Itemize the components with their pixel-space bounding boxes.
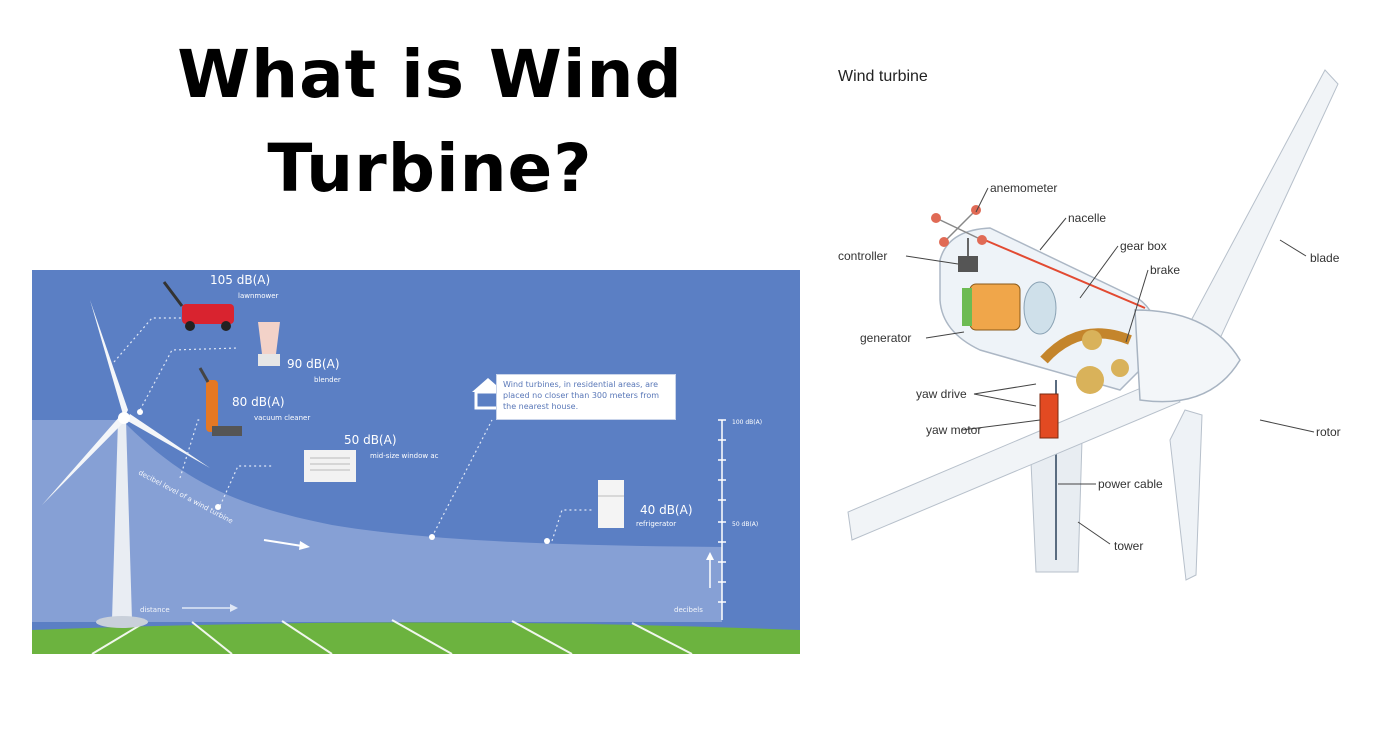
label-blender: blender: [314, 376, 341, 384]
label-scale-mid: 50 dB(A): [732, 521, 758, 528]
label-refrigerator: refrigerator: [636, 520, 676, 528]
blender-icon: [258, 322, 280, 366]
label-controller: controller: [838, 249, 887, 263]
label-anemometer: anemometer: [990, 181, 1057, 195]
label-rotor: rotor: [1316, 425, 1341, 439]
curve-arrow-icon: [299, 541, 310, 550]
label-nacelle: nacelle: [1068, 211, 1106, 225]
decibels-arrow-icon: [706, 552, 714, 560]
label-scale-top: 100 dB(A): [732, 419, 762, 426]
title-line-2: Turbine?: [267, 130, 593, 207]
curve-points: [137, 409, 550, 544]
vacuum-cleaner-icon: [198, 367, 242, 436]
label-40-db: 40 dB(A): [640, 503, 693, 517]
blade-lower-left: [847, 379, 1181, 541]
controller-box: [958, 256, 978, 272]
blade-lower: [1169, 409, 1203, 581]
title-line-1: What is Wind: [177, 36, 683, 113]
gear-right: [1111, 359, 1129, 377]
label-105-db: 105 dB(A): [210, 273, 270, 287]
label-power-cable: power cable: [1098, 477, 1163, 491]
label-window-ac: mid-size window ac: [370, 452, 439, 460]
label-gear-box: gear box: [1120, 239, 1167, 253]
wind-turbine-icon: [42, 300, 210, 628]
noise-infographic: 105 dB(A) lawnmower 90 dB(A) blender 80 …: [32, 270, 800, 654]
distance-arrow-icon: [230, 604, 238, 612]
label-brake: brake: [1150, 263, 1180, 277]
curve-arrow-line: [263, 539, 303, 547]
brake-disc: [1023, 281, 1057, 335]
generator-shape: [969, 283, 1021, 331]
label-blade: blade: [1310, 251, 1340, 265]
gear-small: [1082, 330, 1102, 350]
leader-lines: [113, 317, 592, 542]
nacelle-red-line: [979, 237, 1146, 309]
rotor-hub: [1134, 309, 1241, 403]
label-50-db: 50 dB(A): [344, 433, 397, 447]
diagram-leaders: [905, 187, 1315, 545]
anemometer-icon: [931, 205, 987, 256]
gear-large: [1076, 366, 1104, 394]
refrigerator-icon: [598, 480, 624, 528]
blade-upper: [1169, 69, 1339, 361]
label-yaw-drive: yaw drive: [916, 387, 967, 401]
label-vacuum-cleaner: vacuum cleaner: [254, 414, 310, 422]
label-yaw-motor: yaw motor: [926, 423, 981, 437]
decibel-scale: [709, 419, 726, 620]
turbine-diagram-svg: anemometer nacelle controller gear box b…: [838, 69, 1341, 581]
label-80-db: 80 dB(A): [232, 395, 285, 409]
grass: [32, 622, 800, 654]
page-title: What is Wind Turbine?: [110, 28, 750, 216]
window-ac-icon: [304, 450, 356, 482]
label-decibels: decibels: [674, 606, 703, 614]
field-lines: [91, 619, 693, 654]
label-90-db: 90 dB(A): [287, 357, 340, 371]
label-distance: distance: [140, 606, 170, 614]
generator-cap: [962, 288, 972, 326]
callout-box: Wind turbines, in residential areas, are…: [496, 374, 676, 420]
label-lawnmower: lawnmower: [238, 292, 279, 300]
label-tower: tower: [1114, 539, 1143, 553]
label-generator: generator: [860, 331, 911, 345]
diagram-title: Wind turbine: [838, 68, 928, 85]
yaw-motor-shape: [1039, 393, 1059, 439]
lawnmower-icon: [162, 281, 234, 331]
decibel-curve-area: [32, 420, 722, 622]
noise-infographic-svg: 105 dB(A) lawnmower 90 dB(A) blender 80 …: [32, 270, 800, 654]
